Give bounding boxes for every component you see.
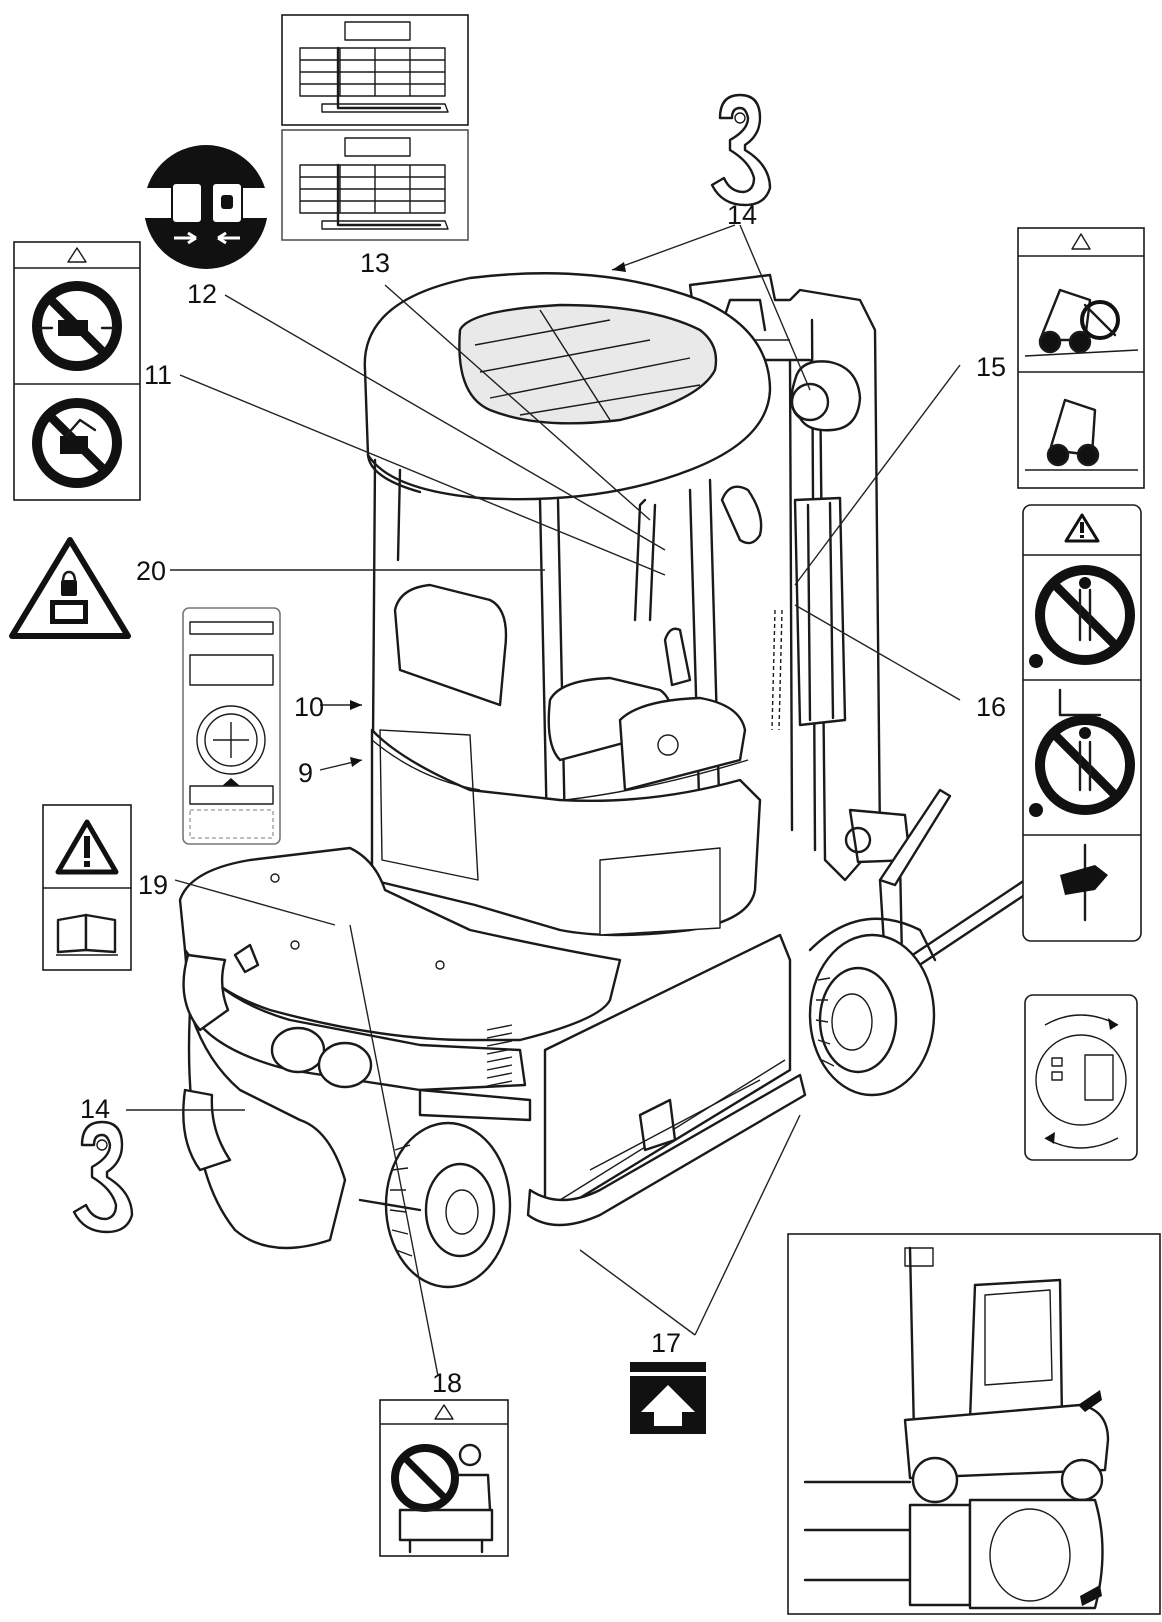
leader-13 bbox=[384, 284, 651, 521]
callout-17: 17 bbox=[651, 1328, 681, 1358]
callout-10: 10 bbox=[294, 692, 324, 722]
leader-17a bbox=[579, 1249, 696, 1336]
leader-18 bbox=[349, 924, 439, 1377]
hook-icon bbox=[710, 93, 772, 207]
leader-17b bbox=[694, 1114, 801, 1336]
rear-axle bbox=[358, 1198, 422, 1212]
callout-18: 18 bbox=[432, 1368, 462, 1398]
chassis-side bbox=[526, 933, 807, 1227]
callout-13: 13 bbox=[360, 248, 390, 278]
load-chart-label bbox=[281, 14, 469, 241]
warning-read-manual-label bbox=[42, 804, 132, 971]
no-lateral-load-label bbox=[13, 241, 141, 501]
arrowhead-10 bbox=[350, 700, 362, 710]
callout-labels: 20 11 12 13 14 15 16 10 9 19 14 17 18 21 bbox=[80, 200, 1146, 1515]
leader-14b bbox=[739, 224, 811, 391]
leader-lines bbox=[126, 224, 961, 1377]
leader-12 bbox=[224, 294, 666, 551]
hook-icon-rear bbox=[72, 1120, 134, 1234]
callout-11: 11 bbox=[144, 360, 172, 390]
location-inset bbox=[787, 1233, 1161, 1615]
cab-frame bbox=[370, 458, 763, 937]
identification-plate bbox=[182, 607, 281, 845]
arrowhead-9 bbox=[350, 757, 362, 767]
lift-point-label bbox=[630, 1362, 706, 1434]
arrowhead-14 bbox=[612, 262, 626, 272]
forklift-drawing bbox=[178, 272, 1037, 1289]
callout-14-rear: 14 bbox=[80, 1094, 110, 1124]
rotation-direction-label bbox=[1024, 994, 1138, 1161]
battery-warning-icon bbox=[9, 537, 131, 639]
callout-20: 20 bbox=[136, 556, 166, 586]
seatbelt-icon bbox=[142, 145, 270, 269]
callout-16: 16 bbox=[976, 692, 1006, 722]
leader-11 bbox=[179, 374, 666, 576]
leader-15 bbox=[794, 364, 961, 586]
cab-roof bbox=[363, 272, 772, 501]
no-riding-fork-label bbox=[1022, 504, 1142, 942]
wheels bbox=[182, 917, 937, 1289]
callout-19: 19 bbox=[138, 870, 168, 900]
callout-15: 15 bbox=[976, 352, 1006, 382]
leader-19 bbox=[174, 879, 336, 926]
tip-over-warning-label bbox=[1017, 227, 1145, 489]
no-phone-driving-label bbox=[379, 1399, 509, 1557]
callout-12: 12 bbox=[187, 279, 217, 309]
callout-9: 9 bbox=[298, 758, 313, 788]
leader-14a bbox=[611, 224, 736, 271]
leader-16 bbox=[794, 604, 961, 701]
counterweight bbox=[178, 846, 622, 1250]
